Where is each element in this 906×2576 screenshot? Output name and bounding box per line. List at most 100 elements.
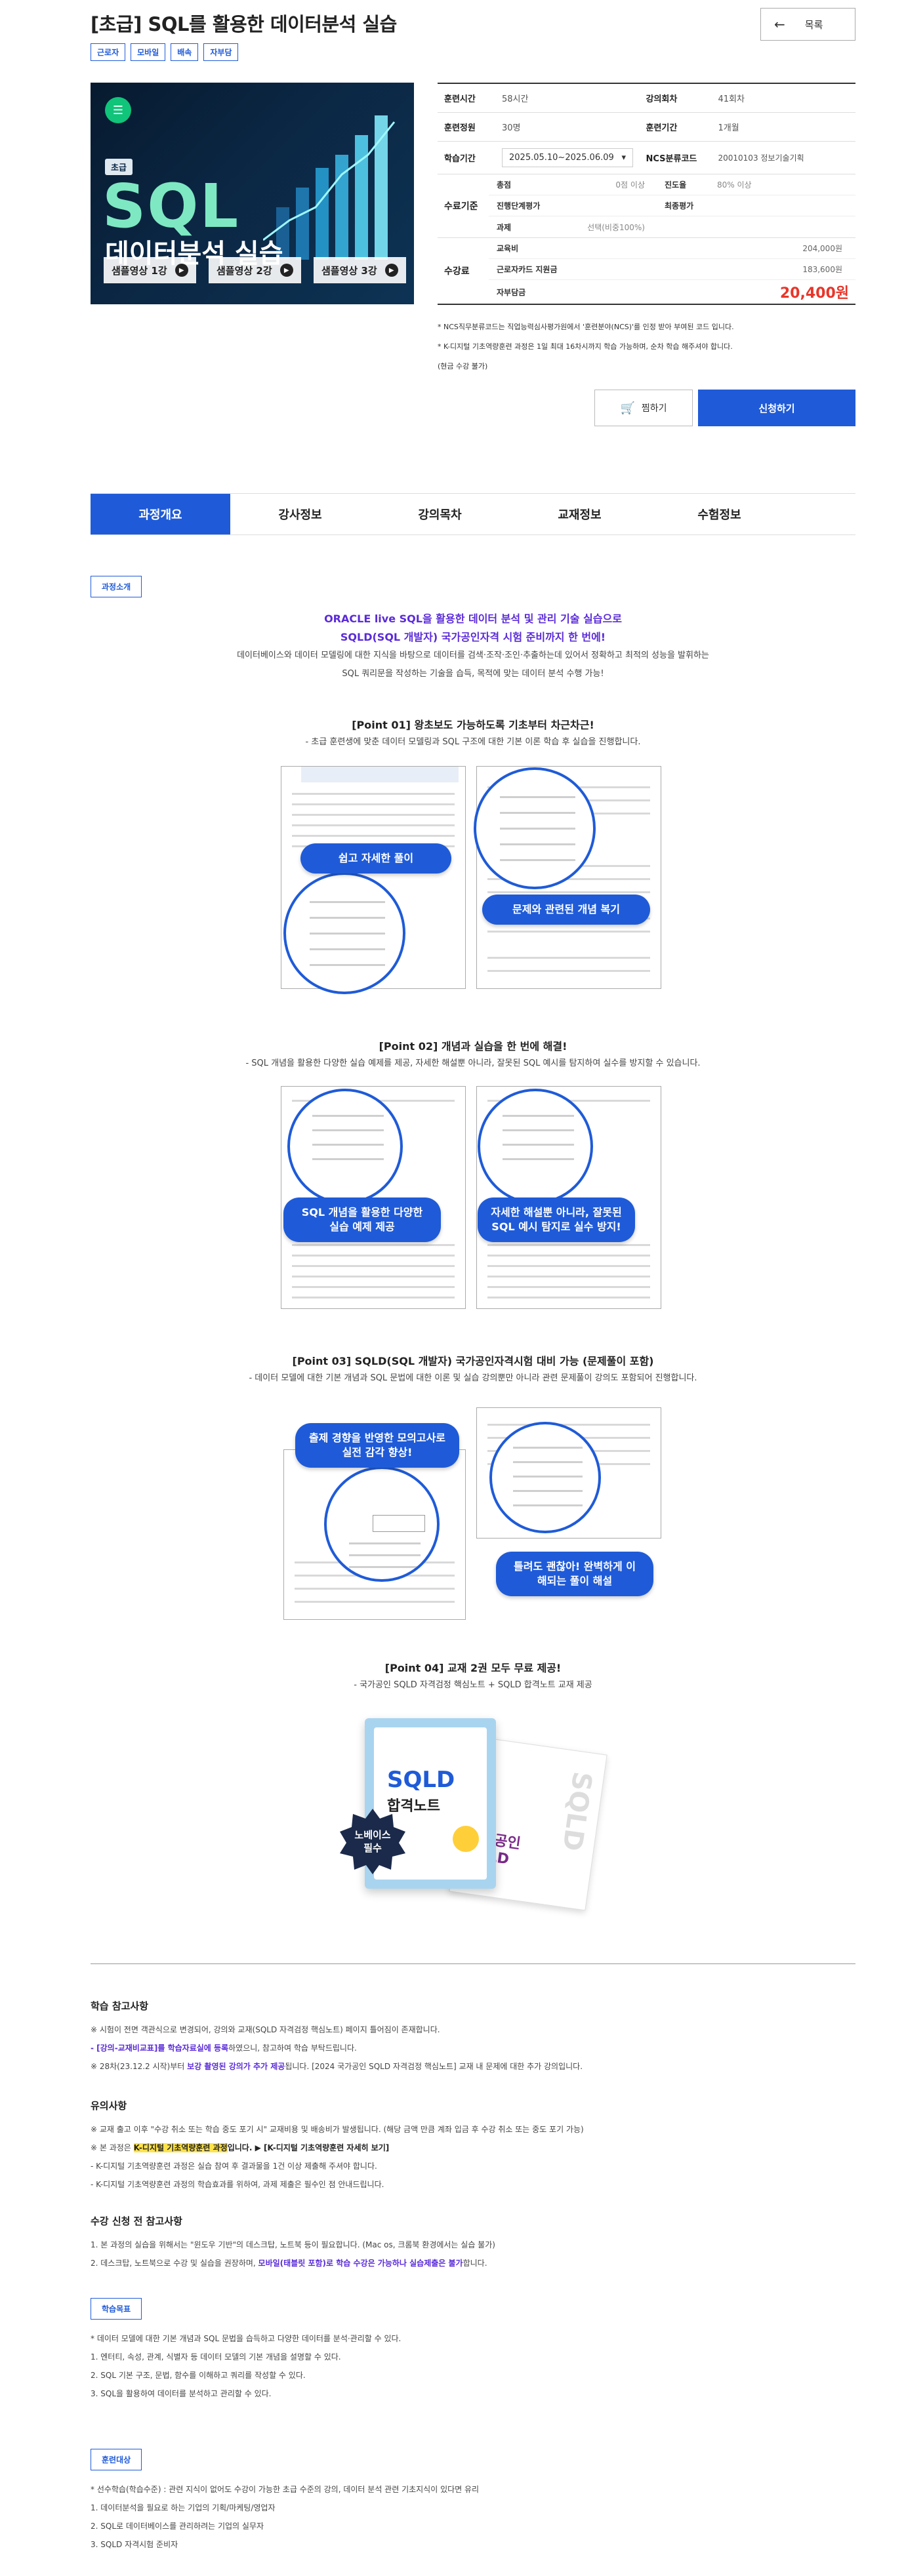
sample-video-3-button[interactable]: 샘플영상 3강 ▶ [314, 257, 406, 283]
page-header-bar [301, 767, 459, 782]
play-icon: ▶ [384, 264, 398, 277]
list-item: ※ 28차(23.12.2 시작)부터 보강 촬영된 강의가 추가 제공됩니다.… [91, 2057, 855, 2076]
tag-self-pay: 자부담 [203, 43, 239, 61]
pre-enroll-notes: 수강 신청 전 참고사항 1. 본 과정의 실습을 위해서는 "윈도우 기반"의… [91, 2214, 855, 2272]
list-item: 1. 데이터분석을 필요로 하는 기업의 기획/마케팅/영업자 [91, 2503, 276, 2512]
intro-section: ORACLE live SQL을 활용한 데이터 분석 및 관리 기술 실습으로… [91, 610, 855, 683]
info-row: 훈련정원 30명 훈련기간 1개월 [438, 113, 855, 142]
compare-table-link[interactable]: - [강의-교재비교표]를 학습자료실에 등록 [91, 2043, 229, 2053]
list-item-text: 2. 데스크탑, 노트북으로 수강 및 실습을 권장하며, [91, 2259, 258, 2268]
point-4: [Point 04] 교재 2권 모두 무료 제공! - 국가공인 SQLD 자… [91, 1659, 855, 1693]
info-label: 훈련시간 [444, 94, 476, 104]
list-item: 2. 데스크탑, 노트북으로 수강 및 실습을 권장하며, 모바일(태블릿 포함… [91, 2254, 855, 2272]
callout-pill: 자세한 해설뿐 아니라, 잘못된 SQL 예시 탐지로 실수 방지! [478, 1197, 635, 1242]
sample-video-1-button[interactable]: 샘플영상 1강 ▶ [104, 257, 196, 283]
kdigital-detail-link[interactable]: 입니다. ▶ [K-디지털 기초역량훈련 자세히 보기] [227, 2143, 390, 2152]
callout-pill: 문제와 관련된 개념 복기 [482, 895, 650, 925]
section-title: 유의사항 [91, 2100, 127, 2112]
course-tabs: 과정개요 강사정보 강의목차 교재정보 수험정보 [91, 493, 855, 535]
list-item: ※ 시험이 전면 객관식으로 변경되어, 강의와 교재(SQLD 자격검정 핵심… [91, 2025, 440, 2034]
hero-sql-text: SQL [102, 171, 240, 241]
sample-video-2-label: 샘플영상 2강 [216, 264, 272, 277]
intro-text-2: SQL 쿼리문을 작성하는 기술을 습득, 목적에 맞는 데이터 분석 수행 가… [342, 669, 604, 679]
tag-mobile: 모바일 [131, 43, 166, 61]
callout-pill: SQL 개념을 활용한 다양한 실습 예제 제공 [283, 1197, 441, 1242]
learning-goals: * 데이터 모델에 대한 기본 개념과 SQL 문법을 습득하고 다양한 데이터… [91, 2329, 855, 2403]
intro-headline-1: ORACLE live SQL을 활용한 데이터 분석 및 관리 기술 실습으로 [324, 613, 622, 625]
note-line: * NCS직무분류코드는 직업능력심사평가원에서 '훈련분야(NCS)'를 인정… [438, 323, 734, 331]
info-value: 1개월 [718, 123, 739, 133]
sample-video-2-button[interactable]: 샘플영상 2강▶ [209, 257, 301, 283]
criteria-label: 총점 [497, 180, 512, 190]
criteria-value: 0점 이상 [615, 180, 645, 190]
info-value: 41회차 [718, 94, 745, 104]
tab-textbook[interactable]: 교재정보 [558, 508, 602, 522]
tag-list: 근로자 모바일 배속 자부담 [91, 43, 239, 61]
divider [91, 1963, 855, 1964]
info-label: 수료기준 [444, 201, 478, 212]
brand-logo-icon: ☰ [105, 97, 131, 123]
point-3: [Point 03] SQLD(SQL 개발자) 국가공인자격시험 대비 가능 … [91, 1352, 855, 1386]
list-item: 3. SQL을 활용하여 데이터를 분석하고 관리할 수 있다. [91, 2389, 272, 2398]
point-desc: - 데이터 모델에 대한 기본 개념과 SQL 문법에 대한 이론 및 실습 강… [249, 1373, 697, 1383]
period-value: 2025.05.10~2025.06.09 [509, 153, 614, 163]
list-item-text: 합니다. [463, 2259, 487, 2268]
tab-overview[interactable]: 과정개요 [91, 494, 230, 534]
book-subtitle: 합격노트 [387, 1798, 440, 1815]
info-label: 학습기간 [444, 154, 476, 164]
point-desc: - 국가공인 SQLD 자격검정 핵심노트 + SQLD 합격노트 교재 제공 [354, 1680, 592, 1690]
cautions: 유의사항 ※ 교재 출고 이후 "수강 취소 또는 학습 중도 포기 시" 교재… [91, 2099, 855, 2194]
course-notes: * NCS직무분류코드는 직업능력심사평가원에서 '훈련분야(NCS)'를 인정… [438, 317, 855, 376]
tab-curriculum[interactable]: 강의목차 [418, 508, 462, 522]
course-info-table: 훈련시간 58시간 강의회차 41회차 훈련정원 30명 훈련기간 1개월 학습… [438, 83, 855, 305]
zoom-circle [474, 767, 596, 889]
highlight-text: 모바일(태블릿 포함)로 학습 수강은 가능하나 실습제출은 불가 [258, 2259, 463, 2268]
zoom-circle [287, 1089, 403, 1204]
wishlist-button[interactable]: 🛒 찜하기 [594, 390, 693, 426]
list-item: * 선수학습(학습수준) : 관련 지식이 없어도 수강이 가능한 초급 수준의… [91, 2485, 480, 2494]
info-label: NCS분류코드 [646, 154, 697, 164]
fee-label: 교육비 [497, 244, 519, 253]
note-line: * K-디지털 기초역량훈련 과정은 1일 최대 16차시까지 학습 가능하며,… [438, 342, 733, 351]
wishlist-label: 찜하기 [641, 403, 667, 414]
fee-label: 자부담금 [497, 287, 526, 297]
point-desc: - SQL 개념을 활용한 다양한 실습 예제를 제공, 자세한 해설뿐 아니라… [245, 1058, 701, 1068]
apply-button[interactable]: 신청하기 [698, 390, 855, 426]
book-title: SQLD [387, 1767, 455, 1793]
info-row: 훈련시간 58시간 강의회차 41회차 [438, 84, 855, 113]
zoom-circle [283, 872, 405, 994]
list-item: - K-디지털 기초역량훈련 과정은 실습 참여 후 결과물을 1건 이상 제출… [91, 2162, 377, 2171]
page-title: [초급] SQL를 활용한 데이터분석 실습 [91, 13, 397, 35]
info-value: 2025.05.10~2025.06.09 ▾ [489, 148, 640, 167]
criteria-value: 선택(비중100%) [587, 222, 645, 232]
fee-value: 204,000원 [802, 244, 842, 253]
period-select[interactable]: 2025.05.10~2025.06.09 ▾ [502, 148, 633, 167]
play-icon: ▶ [175, 264, 188, 277]
zoom-circle [324, 1466, 440, 1582]
point-1: [Point 01] 왕초보도 가능하도록 기초부터 차근차근! - 초급 훈련… [91, 716, 855, 750]
sample-video-3-label: 샘플영상 3강 [321, 264, 377, 277]
list-item: 2. SQL 기본 구조, 문법, 함수를 이해하고 쿼리를 작성할 수 있다. [91, 2371, 306, 2380]
target-label: 훈련대상 [91, 2449, 142, 2470]
tab-exam[interactable]: 수험정보 [697, 508, 741, 522]
list-item: * 데이터 모델에 대한 기본 개념과 SQL 문법을 습득하고 다양한 데이터… [91, 2334, 402, 2343]
tab-instructor[interactable]: 강사정보 [278, 508, 322, 522]
goals-label: 학습목표 [91, 2298, 142, 2320]
callout-pill: 쉽고 자세한 풀이 [300, 843, 451, 874]
callout-pill: 틀려도 괜찮아! 완벽하게 이해되는 풀이 해설 [496, 1552, 653, 1596]
course-thumbnail: ☰ 초급 SQL 데이터분석 실습 샘플영상 1강▶ 샘플영상 2강▶ 샘플영상… [91, 83, 414, 304]
callout-pill: 출제 경향을 반영한 모의고사로 실전 감각 향상! [295, 1423, 459, 1468]
zoom-circle [489, 1422, 601, 1533]
training-target: * 선수학습(학습수준) : 관련 지식이 없어도 수강이 가능한 초급 수준의… [91, 2480, 855, 2554]
list-item-text: 됩니다. [2024 국가공인 SQLD 자격검정 핵심노트] 교재 내 문제에… [285, 2062, 583, 2071]
list-button[interactable]: ← 목록 [760, 8, 855, 41]
zoom-circle [478, 1089, 593, 1204]
section-title: 학습 참고사항 [91, 2000, 149, 2012]
point-2: [Point 02] 개념과 실습을 한 번에 해결! - SQL 개념을 활용… [91, 1037, 855, 1072]
intro-headline-2: SQLD(SQL 개발자) 국가공인자격 시험 준비까지 한 번에! [340, 631, 606, 643]
chart-graphic [263, 115, 396, 260]
sample-video-1-label: 샘플영상 1강 [112, 264, 167, 277]
info-label: 강의회차 [646, 94, 678, 104]
highlight-text: K-디지털 기초역량훈련 과정 [133, 2143, 228, 2152]
